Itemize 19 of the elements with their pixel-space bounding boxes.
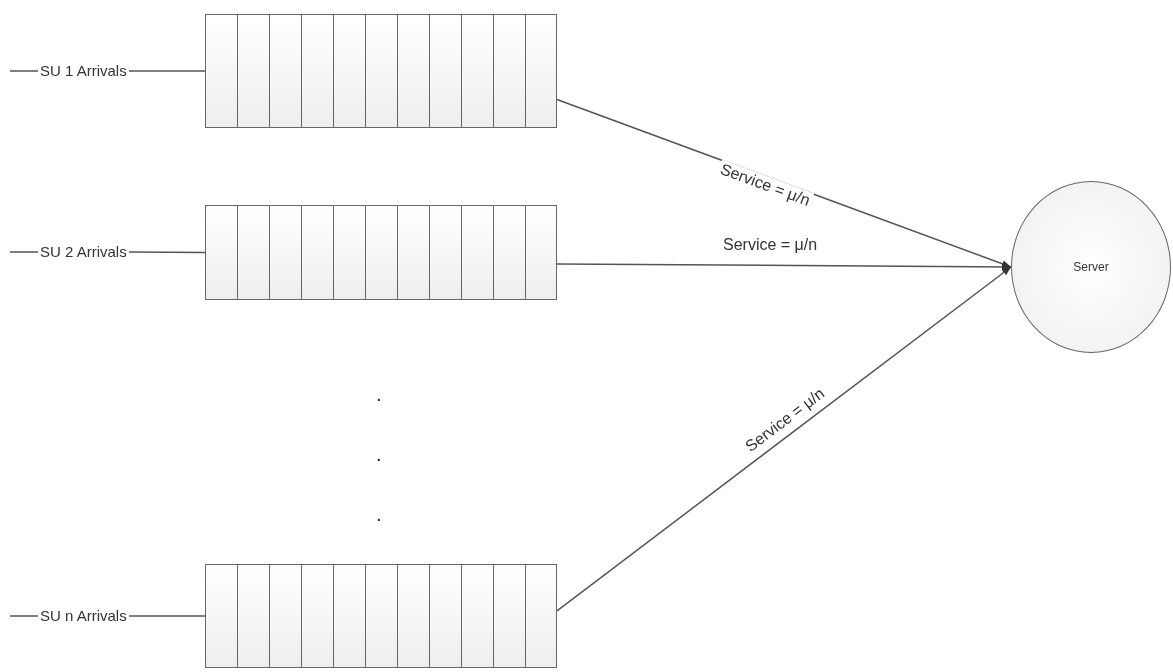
connector-line [9, 251, 39, 253]
connector-line [9, 70, 39, 72]
connector-line [9, 615, 39, 617]
ellipsis-dot: . [376, 504, 382, 524]
connector-line [128, 70, 206, 72]
arrival-label: SU 1 Arrivals [40, 61, 127, 81]
arrival-label: SU n Arrivals [40, 606, 127, 626]
server-label: Server [1073, 260, 1109, 274]
arrival-label: SU 2 Arrivals [40, 242, 127, 262]
queue-buffer [205, 14, 557, 128]
arrow [556, 266, 1012, 612]
arrow [556, 263, 1012, 271]
ellipsis-dot: . [376, 384, 382, 404]
edge-label: Service = μ/n [721, 236, 820, 254]
ellipsis-dot: . [376, 444, 382, 464]
queue-buffer [205, 564, 557, 668]
connector-line [128, 615, 206, 617]
queue-buffer [205, 205, 557, 300]
connector-line [128, 251, 206, 254]
